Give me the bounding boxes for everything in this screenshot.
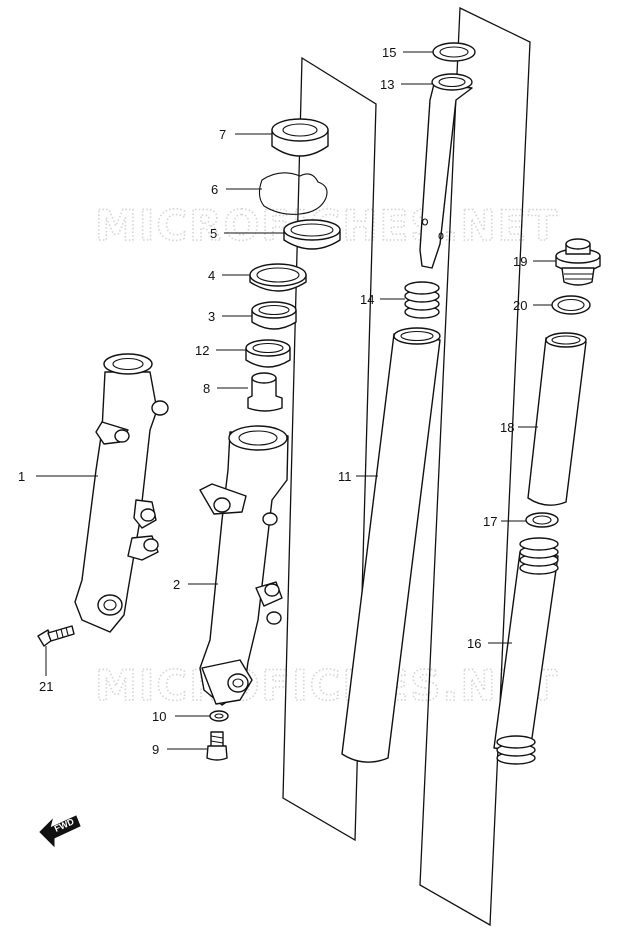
callout-20: 20 <box>513 298 527 313</box>
part-2-outer-tube-right <box>199 425 289 706</box>
callout-11: 11 <box>338 469 352 484</box>
part-1-outer-tube-left <box>74 353 169 633</box>
part-13-damper-rod <box>419 73 473 269</box>
part-4-washer <box>249 263 307 292</box>
callout-18: 18 <box>500 420 514 435</box>
part-12-bushing <box>245 339 291 368</box>
callout-13: 13 <box>380 77 394 92</box>
callout-6: 6 <box>211 182 218 197</box>
assembly-frame-left <box>282 56 377 842</box>
part-7-dust-seal <box>271 118 329 157</box>
callout-21: 21 <box>39 679 53 694</box>
part-5-ring <box>283 219 341 250</box>
fwd-arrow-icon: FWD <box>39 815 81 848</box>
part-21-bolt <box>37 625 75 647</box>
part-15-o-ring <box>432 42 476 62</box>
assembly-frame-right <box>419 6 531 927</box>
callout-4: 4 <box>208 268 215 283</box>
watermark-bottom: MICROFICHES.NET <box>95 661 559 710</box>
callout-2: 2 <box>173 577 180 592</box>
part-18-spacer-tube <box>527 332 587 506</box>
part-3-bushing <box>251 301 297 330</box>
part-20-o-ring <box>551 295 591 315</box>
callout-5: 5 <box>210 226 217 241</box>
callout-3: 3 <box>208 309 215 324</box>
callout-12: 12 <box>195 343 209 358</box>
part-8-spacer <box>247 372 283 412</box>
callout-10: 10 <box>152 709 166 724</box>
callout-1: 1 <box>18 469 25 484</box>
callout-17: 17 <box>483 514 497 529</box>
callout-16: 16 <box>467 636 481 651</box>
part-16-fork-spring <box>493 537 559 765</box>
part-11-inner-tube <box>341 327 441 763</box>
part-19-cap-bolt <box>555 238 601 286</box>
callout-8: 8 <box>203 381 210 396</box>
callout-15: 15 <box>382 45 396 60</box>
callout-19: 19 <box>513 254 527 269</box>
part-17-washer <box>525 512 559 528</box>
callout-14: 14 <box>360 292 374 307</box>
callout-7: 7 <box>219 127 226 142</box>
part-9-drain-bolt <box>206 731 228 761</box>
part-14-rebound-spring <box>404 281 440 319</box>
callout-9: 9 <box>152 742 159 757</box>
part-6-seal-ring <box>258 172 328 215</box>
part-10-gasket <box>209 710 229 722</box>
